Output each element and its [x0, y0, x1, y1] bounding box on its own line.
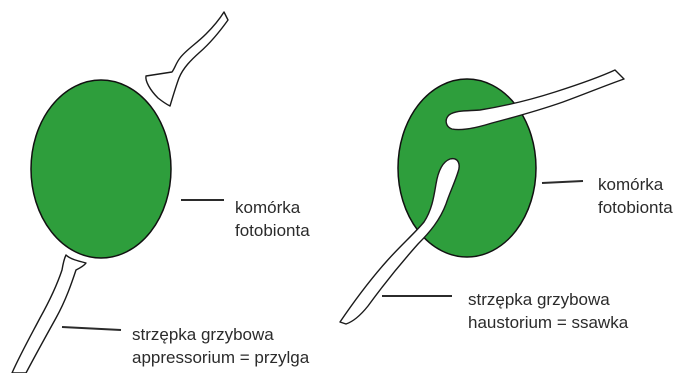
left-hypha-label-line1: strzępka grzybowa	[132, 323, 309, 346]
right-hypha-label: strzępka grzybowa haustorium = ssawka	[468, 288, 628, 334]
left-cell-label-line1: komórka	[235, 196, 310, 219]
left-hypha-label-line2: appressorium = przylga	[132, 346, 309, 369]
left-hypha-label: strzępka grzybowa appressorium = przylga	[132, 323, 309, 369]
left-hypha-leader-line	[62, 327, 121, 330]
left-lower-hypha	[12, 255, 86, 373]
left-upper-hypha	[146, 12, 228, 106]
right-cell-leader-line	[542, 181, 583, 183]
left-cell-label: komórka fotobionta	[235, 196, 310, 242]
right-cell-label: komórka fotobionta	[598, 173, 673, 219]
left-photobiont-cell	[31, 80, 171, 258]
left-cell-label-line2: fotobionta	[235, 219, 310, 242]
right-hypha-label-line2: haustorium = ssawka	[468, 311, 628, 334]
right-cell-label-line2: fotobionta	[598, 196, 673, 219]
right-hypha-label-line1: strzępka grzybowa	[468, 288, 628, 311]
right-cell-label-line1: komórka	[598, 173, 673, 196]
